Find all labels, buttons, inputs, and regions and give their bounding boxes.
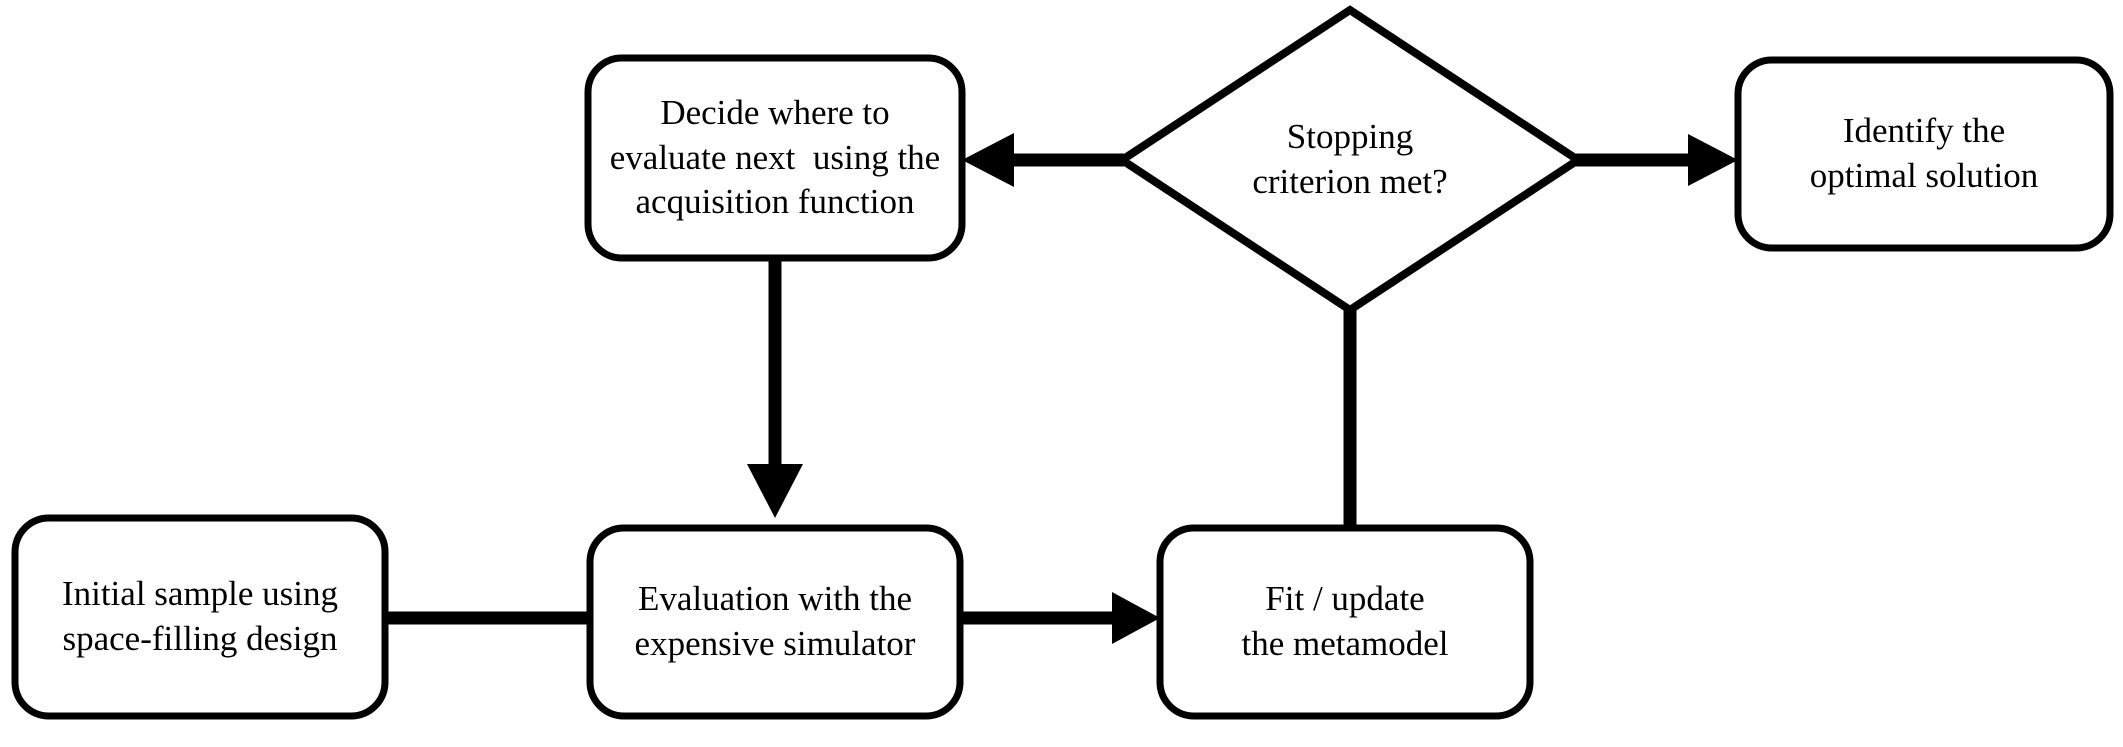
node-evaluation[interactable] [586,524,964,720]
edge-evaluation-to-fit [959,592,1160,644]
edge-decide-to-evaluation [747,258,803,518]
node-initial-sample[interactable] [11,514,389,720]
edge-stopping-to-decide [962,133,1124,187]
node-decide-next[interactable] [584,54,966,262]
node-stopping-criterion[interactable] [1114,5,1586,315]
edge-stopping-to-identify [1576,134,1738,186]
node-fit-update[interactable] [1156,524,1534,720]
node-identify-optimal[interactable] [1734,56,2114,252]
